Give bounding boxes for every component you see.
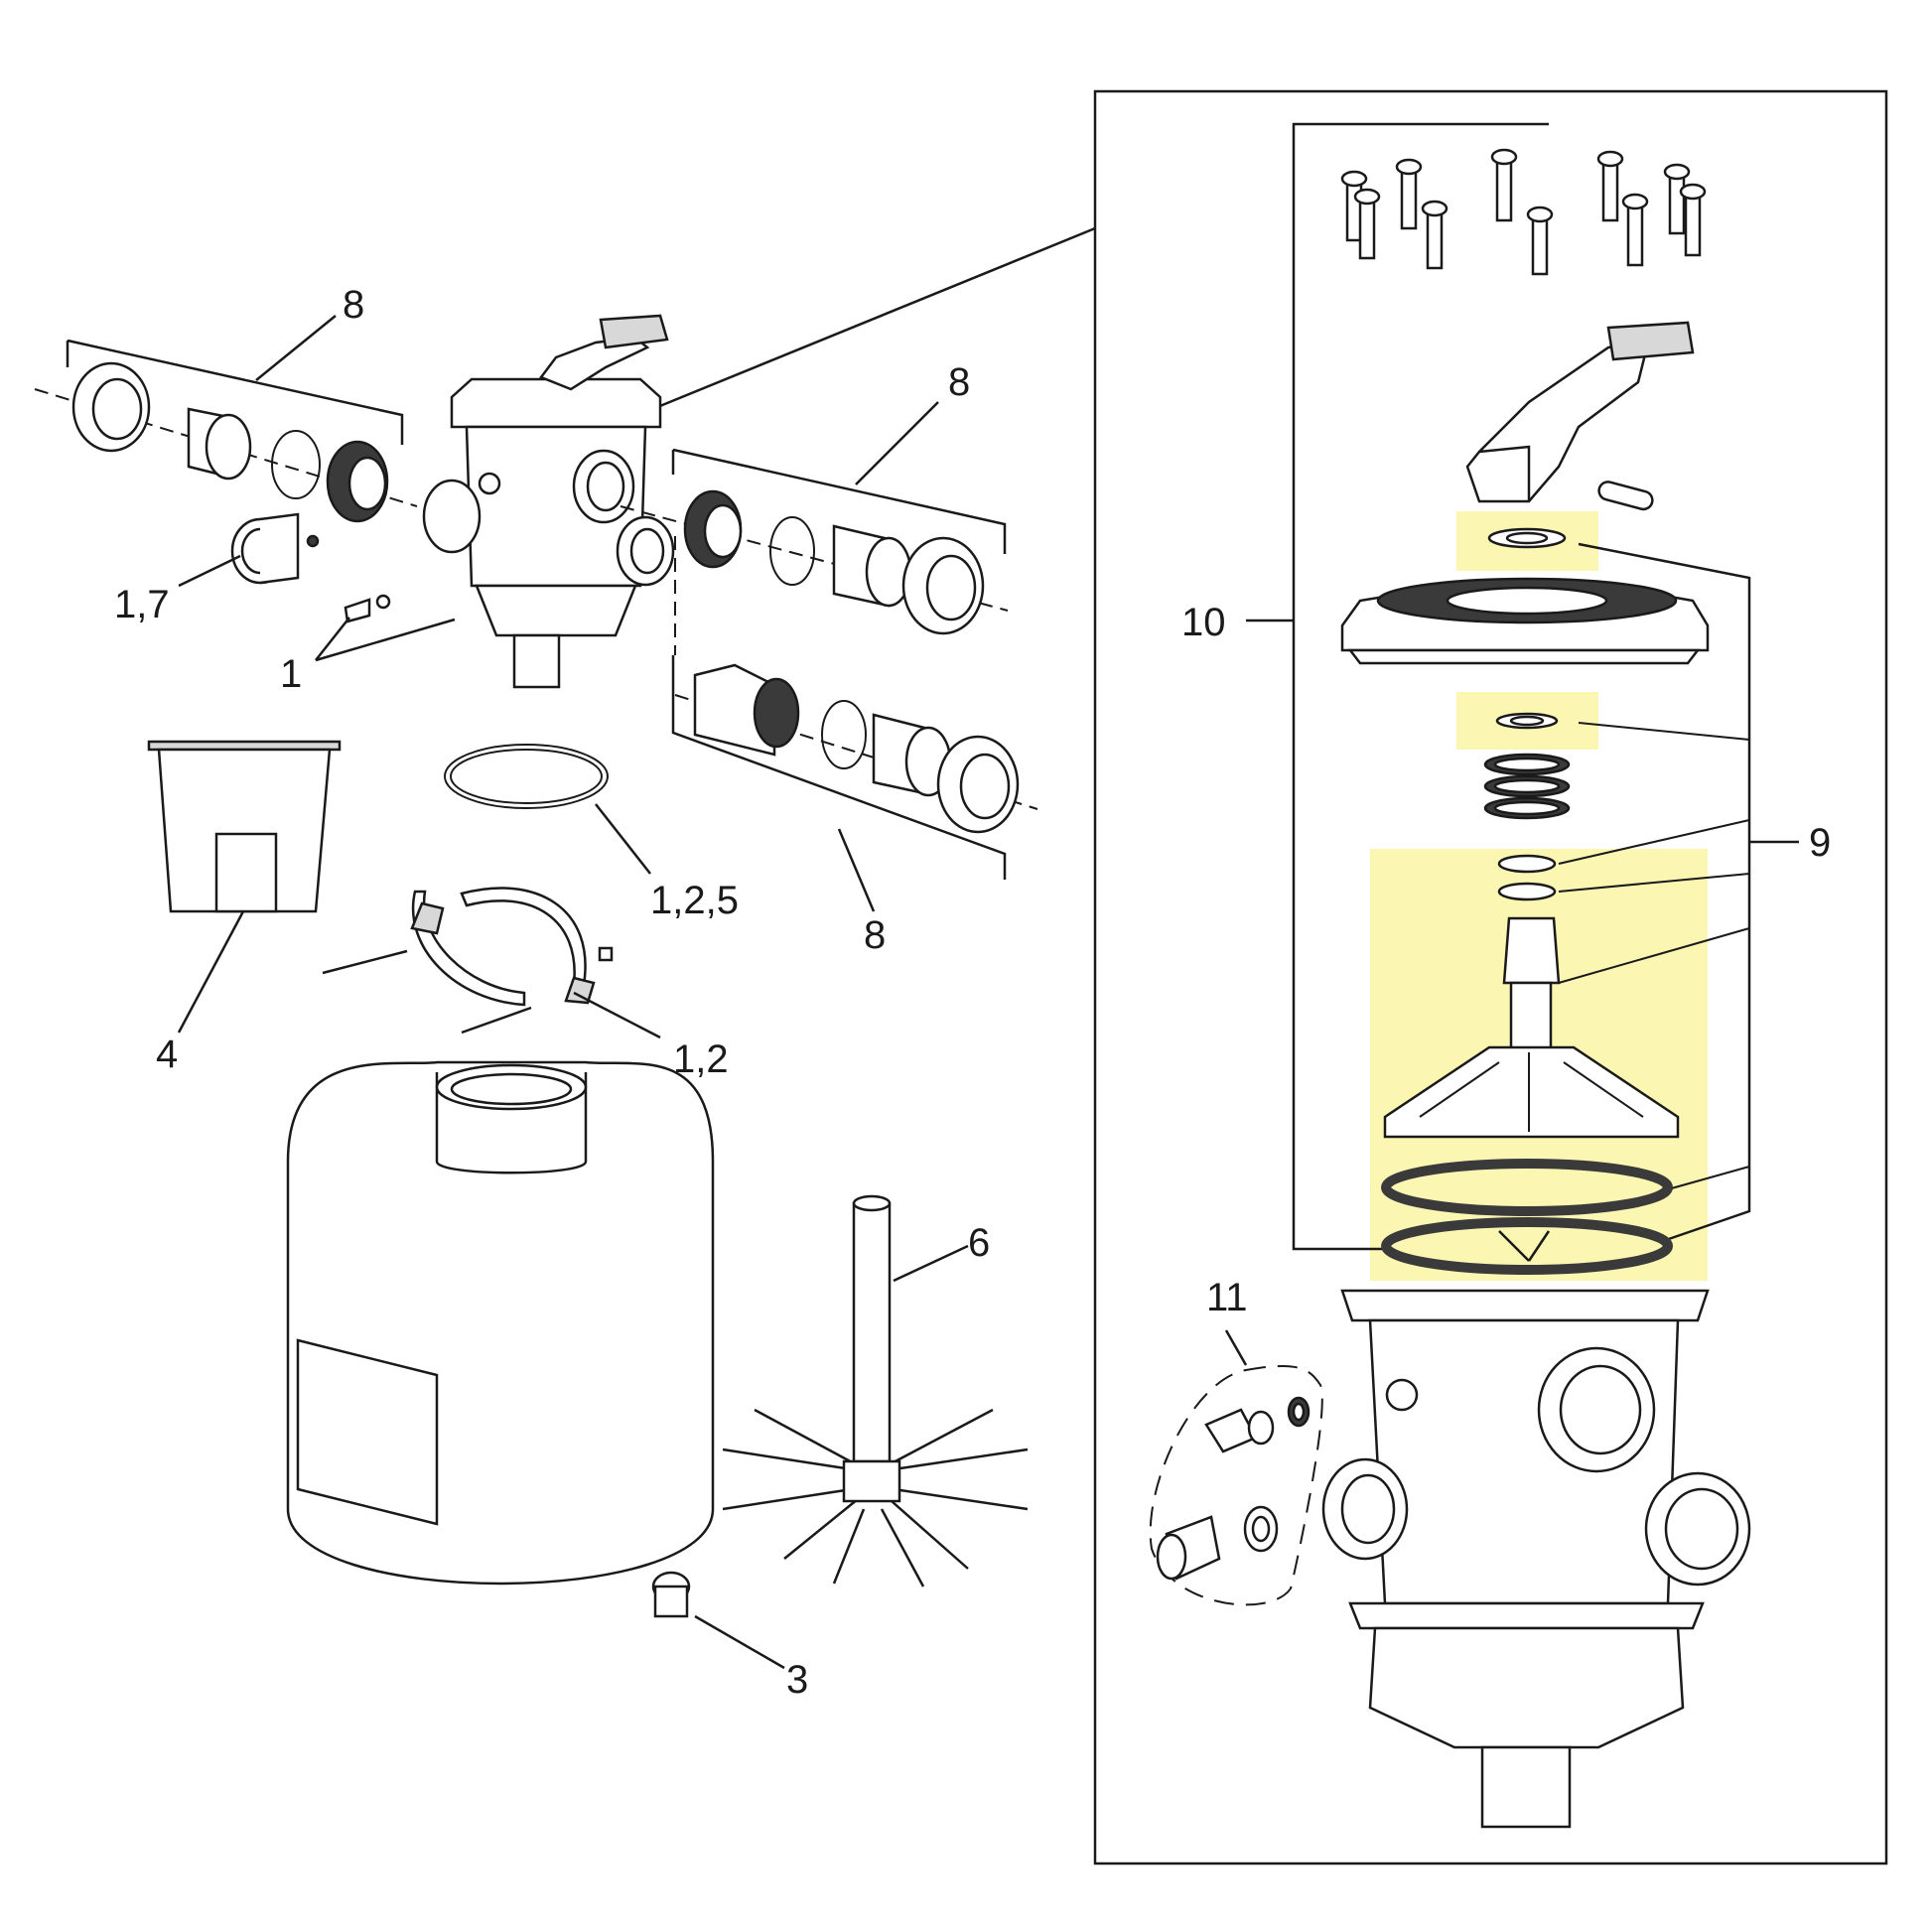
callout-11: 11: [1206, 1276, 1248, 1319]
lateral-assembly: [722, 1194, 1029, 1587]
valve-cover: [1340, 577, 1710, 665]
callout-3: 3: [786, 1658, 808, 1702]
callout-1: 1: [280, 652, 302, 696]
pressure-gauge: [178, 512, 320, 588]
callout-4: 4: [156, 1033, 178, 1076]
detail-frame: [1093, 89, 1888, 1865]
valve-body: [1321, 1289, 1751, 1829]
fitting-set-top-left: [34, 315, 418, 523]
drain-fitting: [651, 1571, 785, 1670]
shaft-o-rings: [1497, 854, 1557, 901]
bracket-9: [1578, 542, 1751, 1243]
callout-8-top-right: 8: [948, 360, 970, 404]
valve-handle: [1465, 321, 1695, 511]
callout-1-7: 1,7: [114, 583, 170, 626]
callout-1-2: 1,2: [673, 1037, 729, 1081]
callout-8-top-left: 8: [343, 283, 364, 327]
callout-9: 9: [1809, 821, 1831, 865]
fitting-set-bottom-right: [671, 536, 1038, 912]
multiport-valve-small: [422, 314, 675, 689]
top-washer: [1487, 527, 1567, 549]
filter-tank: [286, 1060, 715, 1586]
spring-assembly: [1483, 712, 1571, 820]
tank-clamp: [322, 887, 661, 1039]
callout-8-bottom-right: 8: [864, 913, 886, 957]
rotor: [1383, 916, 1680, 1139]
strainer-basket: [147, 740, 342, 1034]
small-valve-parts: [315, 594, 456, 662]
callout-10: 10: [1181, 601, 1226, 644]
cover-screws: [1340, 148, 1707, 276]
callout-6: 6: [968, 1221, 990, 1265]
tank-o-ring: [444, 744, 651, 875]
rotor-gaskets: [1381, 1159, 1673, 1275]
drain-parts-group: [1149, 1329, 1323, 1606]
callout-1-2-5: 1,2,5: [650, 879, 739, 922]
fitting-set-top-right: [620, 401, 1009, 635]
detail-leader: [644, 226, 1096, 414]
bracket-10: [1292, 122, 1549, 1251]
